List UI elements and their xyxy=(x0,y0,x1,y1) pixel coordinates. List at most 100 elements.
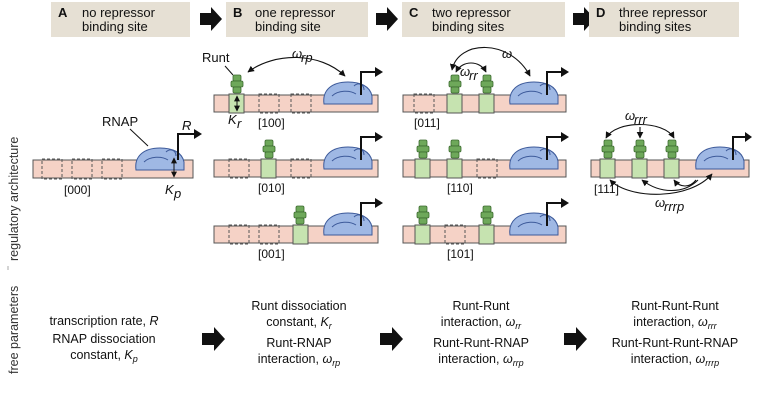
interaction-arc-rrp xyxy=(449,46,531,77)
rnap-icon xyxy=(323,146,373,170)
architecture-111: ω rrr ω rrrp [111] xyxy=(590,108,752,214)
label-omega-rp: ω xyxy=(292,46,302,61)
param-c-line2: interaction, ωrr xyxy=(441,315,522,331)
param-a-line3: constant, Kp xyxy=(70,348,138,364)
header-d: D three repressor binding sites xyxy=(589,2,739,37)
runt-icon xyxy=(665,139,679,159)
label-runt: Runt xyxy=(202,50,230,65)
interaction-arc-rrr xyxy=(605,123,675,139)
param-b-line1: Runt dissociation xyxy=(251,299,346,313)
label-omega-rr-sub: rr xyxy=(469,68,478,83)
header-a-line2: binding site xyxy=(82,19,148,34)
promoter-arrow-icon xyxy=(360,71,375,95)
label-Kr-K: K xyxy=(228,112,238,127)
param-a-line1: transcription rate, R xyxy=(49,314,158,328)
side-label-architecture: regulatory architecture xyxy=(7,137,21,261)
runt-icon xyxy=(480,74,494,94)
param-arrow-bc xyxy=(380,327,403,351)
runt-icon xyxy=(480,205,494,225)
label-omega-rp-sub: rp xyxy=(301,50,313,65)
promoter-arrow-icon xyxy=(546,202,561,226)
header-a-line1: no repressor xyxy=(82,5,156,20)
header-arrow-ab xyxy=(200,7,222,31)
promoter-arrow-icon xyxy=(732,136,745,160)
header-b-line1: one repressor xyxy=(255,5,336,20)
rnap-icon xyxy=(695,146,745,170)
header-a: A no repressor binding site xyxy=(51,2,190,37)
rnap-pointer xyxy=(129,128,149,147)
architecture-110: [110] xyxy=(402,132,569,195)
label-omega-rrrp-sub: rrrp xyxy=(664,199,684,214)
header-c-line2: binding sites xyxy=(432,19,505,34)
header-b: B one repressor binding site xyxy=(226,2,368,37)
header-d-line2: binding sites xyxy=(619,19,692,34)
code-011: [011] xyxy=(414,116,440,130)
header-d-letter: D xyxy=(596,5,605,20)
rnap-icon xyxy=(323,212,373,236)
interaction-arc-rrrp xyxy=(609,173,713,195)
param-d-line1: Runt-Runt-Runt xyxy=(631,299,719,313)
runt-pointer xyxy=(224,65,234,76)
label-omega-rrp: ω xyxy=(502,46,512,61)
promoter-arrow-icon xyxy=(360,202,375,226)
rnap-icon xyxy=(135,147,185,171)
label-omega-rrrp: ω xyxy=(655,195,665,210)
label-Kp-sub: p xyxy=(173,186,181,201)
param-d-line4: interaction, ωrrrp xyxy=(631,352,719,368)
architecture-011: ω rr ω [011] xyxy=(402,46,569,130)
param-c-line4: interaction, ωrrp xyxy=(438,352,523,368)
param-arrow-ab xyxy=(202,327,225,351)
runt-icon xyxy=(262,139,276,159)
promoter-arrow-icon xyxy=(360,136,375,160)
header-c-line1: two repressor xyxy=(432,5,511,20)
runt-icon xyxy=(448,139,462,159)
code-010: [010] xyxy=(258,181,285,195)
code-111: [111] xyxy=(594,182,619,196)
code-000: [000] xyxy=(64,183,91,197)
label-Kr-sub: r xyxy=(237,116,242,131)
runt-icon xyxy=(416,205,430,225)
header-d-line1: three repressor xyxy=(619,5,708,20)
promoter-arrow-icon xyxy=(546,136,561,160)
interaction-arc-rrrp-right xyxy=(673,179,697,187)
architecture-001: [001] xyxy=(213,198,383,261)
param-d-line3: Runt-Runt-Runt-RNAP xyxy=(612,336,738,350)
parameters-a: transcription rate, R RNAP dissociation … xyxy=(49,314,158,364)
runt-icon xyxy=(293,205,307,225)
header-arrow-bc xyxy=(376,7,398,31)
parameters-c: Runt-Runt interaction, ωrr Runt-Runt-RNA… xyxy=(433,299,529,368)
rnap-icon xyxy=(509,212,559,236)
side-label-parameters: free parameters xyxy=(7,286,21,374)
param-c-line3: Runt-Runt-RNAP xyxy=(433,336,529,350)
parameters-d: Runt-Runt-Runt interaction, ωrrr Runt-Ru… xyxy=(612,299,738,368)
architecture-100: Runt K r ω rp [100] xyxy=(202,46,383,131)
rnap-icon xyxy=(509,146,559,170)
promoter-arrow-icon xyxy=(546,71,561,95)
rnap-icon xyxy=(509,81,559,105)
code-001: [001] xyxy=(258,247,285,261)
param-b-line2: constant, Kr xyxy=(266,315,333,331)
param-d-line2: interaction, ωrrr xyxy=(633,315,717,331)
code-110: [110] xyxy=(447,181,473,195)
runt-icon xyxy=(416,139,430,159)
runt-icon xyxy=(601,139,615,159)
architecture-101: [101] xyxy=(402,198,569,261)
promoter-arrow-icon xyxy=(177,133,194,160)
param-c-line1: Runt-Runt xyxy=(453,299,510,313)
label-R: R xyxy=(182,118,191,133)
label-Kp-K: K xyxy=(165,182,175,197)
param-arrow-cd xyxy=(564,327,587,351)
code-101: [101] xyxy=(447,247,474,261)
architecture-000: R RNAP K p [000] xyxy=(32,114,202,201)
interaction-arc-rrrp-middle xyxy=(641,179,699,191)
runt-icon xyxy=(633,139,647,159)
code-100: [100] xyxy=(258,116,285,130)
param-a-line2: RNAP dissociation xyxy=(52,332,155,346)
header-c: C two repressor binding sites xyxy=(402,2,565,37)
label-rnap: RNAP xyxy=(102,114,138,129)
label-omega-rrr: ω xyxy=(625,108,635,123)
header-c-letter: C xyxy=(409,5,419,20)
param-b-line4: interaction, ωrp xyxy=(258,352,340,368)
header-b-letter: B xyxy=(233,5,242,20)
